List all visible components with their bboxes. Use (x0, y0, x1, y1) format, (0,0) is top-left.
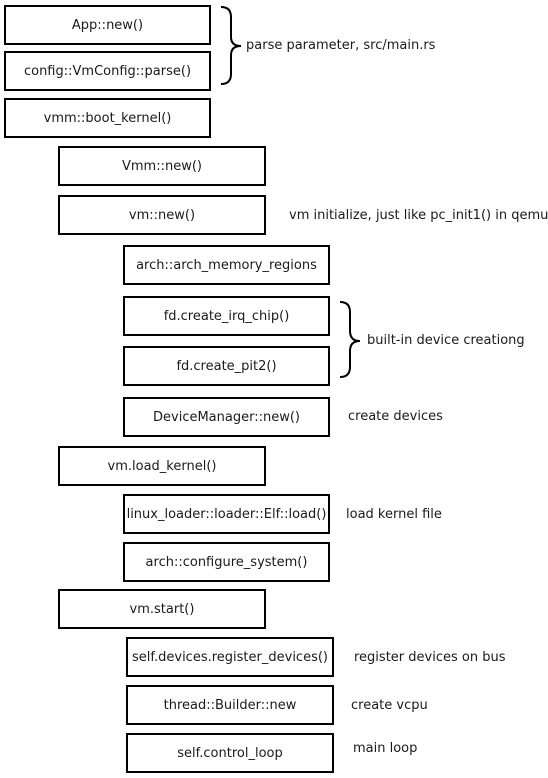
box-vmm-new: Vmm::new() (58, 146, 266, 186)
box-vm-new: vm::new() (58, 195, 266, 235)
note-create-vcpu: create vcpu (351, 698, 428, 713)
box-elf-load: linux_loader::loader::Elf::load() (123, 494, 330, 534)
box-config-parse: config::VmConfig::parse() (4, 51, 211, 91)
brace-parse (220, 6, 242, 85)
box-register-devices: self.devices.register_devices() (126, 637, 334, 677)
box-app-new: App::new() (4, 5, 211, 45)
box-vm-start: vm.start() (58, 589, 266, 629)
note-create-devices: create devices (348, 409, 443, 424)
note-builtin: built-in device creationg (367, 333, 525, 348)
note-vm-init: vm initialize, just like pc_init1() in q… (289, 208, 548, 223)
box-boot-kernel: vmm::boot_kernel() (4, 98, 211, 138)
box-arch-memory-regions: arch::arch_memory_regions (123, 245, 330, 285)
note-parse: parse parameter, src/main.rs (246, 38, 436, 53)
box-device-manager-new: DeviceManager::new() (123, 397, 330, 437)
note-load-kernel-file: load kernel file (346, 507, 442, 522)
box-control-loop: self.control_loop (126, 733, 334, 773)
note-main-loop: main loop (353, 741, 418, 756)
box-create-irq-chip: fd.create_irq_chip() (123, 296, 330, 336)
box-thread-builder: thread::Builder::new (126, 685, 334, 725)
note-register-bus: register devices on bus (354, 650, 506, 665)
box-configure-system: arch::configure_system() (123, 542, 330, 582)
brace-builtin (339, 301, 361, 378)
box-load-kernel: vm.load_kernel() (58, 446, 266, 486)
box-create-pit2: fd.create_pit2() (123, 346, 330, 386)
